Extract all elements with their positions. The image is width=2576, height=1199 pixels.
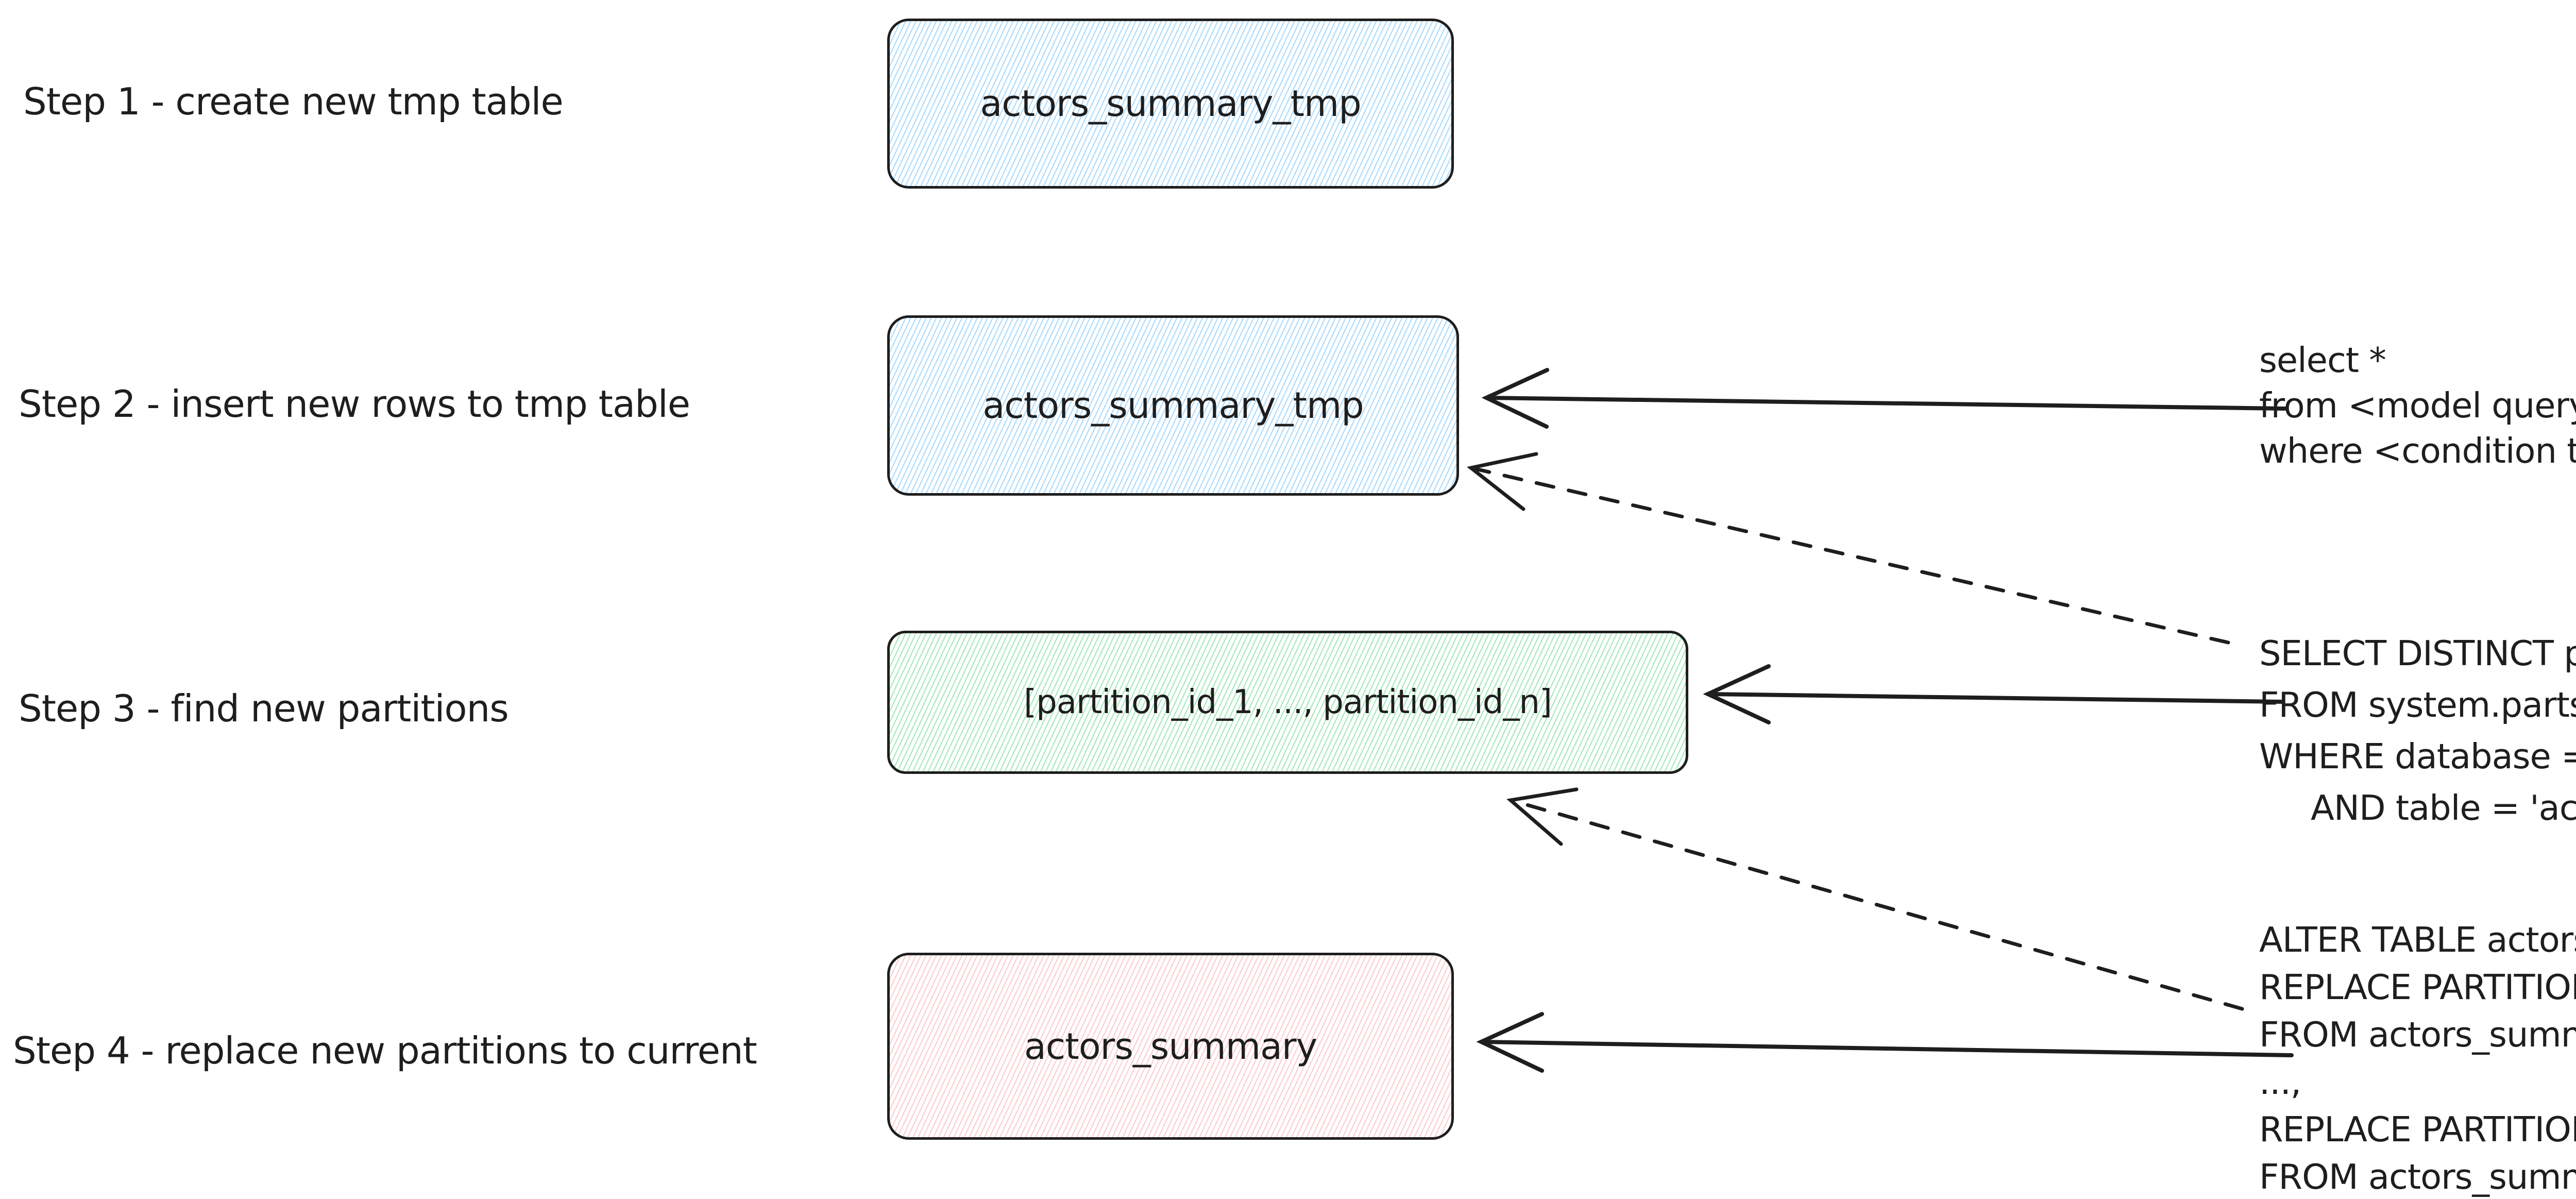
sql3-line-3: WHERE database = <database> bbox=[2259, 736, 2576, 776]
step-1-label: Step 1 - create new tmp table bbox=[23, 80, 564, 123]
sql4-line-4: ..., bbox=[2259, 1062, 2301, 1102]
sql3-line-1: SELECT DISTINCT partition_id bbox=[2259, 633, 2576, 673]
sql3-line-4: AND table = 'actors_summary_tmp' bbox=[2311, 788, 2576, 828]
step-2-node-label: actors_summary_tmp bbox=[982, 384, 1364, 427]
dashed-arrow-sql3-to-step2-node bbox=[1466, 452, 2230, 645]
arrow-sql4-to-step4-node bbox=[1476, 1012, 2294, 1073]
arrow-sql3-to-step3-node bbox=[1703, 664, 2284, 724]
sql4-line-1: ALTER TABLE actors_summary bbox=[2259, 920, 2576, 960]
step-3-node-label: [partition_id_1, ..., partition_id_n] bbox=[1024, 683, 1552, 721]
sql4-line-3: FROM actors_summary_tmp, bbox=[2259, 1015, 2576, 1055]
arrow-sql2-to-step2-node bbox=[1481, 368, 2287, 429]
sql3-annotation: SELECT DISTINCT partition_id FROM system… bbox=[2259, 628, 2576, 834]
step-2-label: Step 2 - insert new rows to tmp table bbox=[19, 382, 690, 426]
step-2-node-actors-summary-tmp: actors_summary_tmp bbox=[887, 315, 1459, 496]
sql2-line-3: where <condition to identify new> bbox=[2259, 431, 2576, 471]
sql3-line-2: FROM system.parts bbox=[2259, 685, 2576, 725]
step-4-node-actors-summary: actors_summary bbox=[887, 953, 1454, 1140]
dashed-arrow-sql4-to-step3-node bbox=[1506, 787, 2244, 1011]
step-3-node-partition-list: [partition_id_1, ..., partition_id_n] bbox=[887, 631, 1688, 774]
sql4-annotation: ALTER TABLE actors_summary REPLACE PARTI… bbox=[2259, 916, 2576, 1199]
sql2-annotation: select * from <model query> where <condi… bbox=[2259, 337, 2576, 474]
step-3-label: Step 3 - find new partitions bbox=[19, 687, 509, 730]
step-4-label: Step 4 - replace new partitions to curre… bbox=[13, 1029, 757, 1072]
sql4-line-6: FROM actors_summary_tmp, bbox=[2259, 1157, 2576, 1197]
sql2-line-2: from <model query> bbox=[2259, 385, 2576, 426]
step-1-node-label: actors_summary_tmp bbox=[980, 82, 1361, 125]
sql4-line-5: REPLACE PARTITION partition_id_n bbox=[2259, 1109, 2576, 1150]
step-1-node-actors-summary-tmp: actors_summary_tmp bbox=[887, 19, 1454, 189]
sql4-line-2: REPLACE PARTITION partition_id_1 bbox=[2259, 967, 2576, 1007]
step-4-node-label: actors_summary bbox=[1024, 1025, 1317, 1068]
sql2-line-1: select * bbox=[2259, 340, 2386, 380]
